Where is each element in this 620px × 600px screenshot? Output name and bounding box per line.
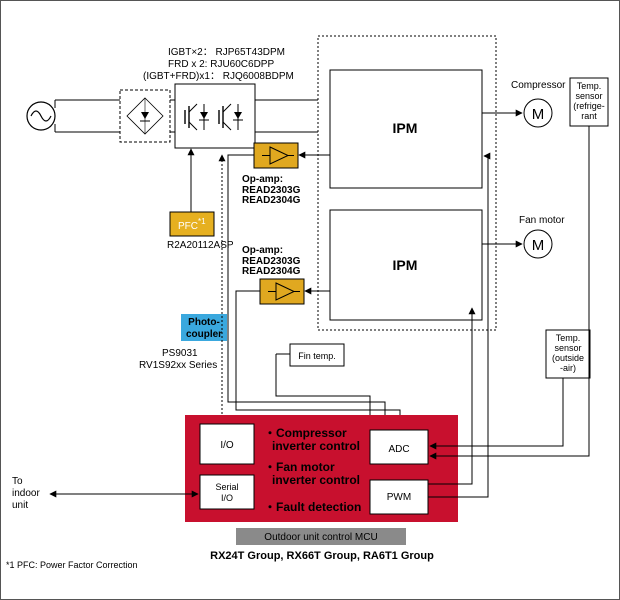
ipm-bottom: [329, 209, 483, 321]
fin-temp-block: [289, 343, 345, 367]
mcu-feature-fault-line-1: ・Fault detection: [264, 500, 361, 514]
temp-sensor-outside-line-1: Temp.: [556, 333, 581, 343]
igbt-icon-2: [218, 103, 243, 131]
mcu-serial-io-line-1: Serial: [215, 482, 238, 492]
fin-temp-label: Fin temp.: [298, 351, 336, 361]
ipm-bottom-label: IPM: [393, 257, 418, 273]
igbt-part-label: IGBT×2： RJP65T43DPM: [168, 47, 285, 58]
footnote: *1 PFC: Power Factor Correction: [6, 560, 138, 570]
mcu-feature-fan-line-2: inverter control: [272, 473, 360, 487]
ipm-top: [329, 69, 483, 189]
ac-source-icon: [26, 101, 56, 131]
igbt-frd-block: [174, 83, 256, 149]
mcu-feature-compressor-line-1: ・Compressor: [264, 426, 347, 440]
opamp-top-icon: [262, 146, 294, 165]
mcu-groups-label: RX24T Group, RX66T Group, RA6T1 Group: [210, 550, 434, 562]
compressor-motor-symbol: M: [532, 106, 545, 123]
mcu-io-label: I/O: [220, 440, 234, 451]
mcu-adc-box: [369, 429, 429, 465]
mcu-pwm-box: [369, 479, 429, 515]
pfc-label: PFC*1: [178, 217, 206, 232]
mcu-io-box: [199, 423, 255, 465]
mcu-pwm-label: PWM: [387, 492, 411, 503]
temp-sensor-outside-line-2: sensor: [554, 343, 581, 353]
photocoupler-part-2: RV1S92xx Series: [139, 360, 217, 371]
photocoupler-line-1: Photo-: [188, 317, 220, 328]
opamp-bottom-icon: [268, 282, 300, 301]
opamp-bottom-line-3: READ2304G: [242, 266, 301, 277]
opamp-top-line-1: Op-amp:: [242, 174, 283, 185]
pfc-block: [169, 211, 215, 237]
mcu-feature-fan-line-1: ・Fan motor: [264, 460, 335, 474]
fan-motor-icon: [523, 229, 553, 259]
temp-sensor-refrigerant: [569, 77, 609, 127]
igbt-frd-part-label: (IGBT+FRD)x1： RJQ6008BDPM: [143, 71, 294, 82]
opamp-top-line-3: READ2304G: [242, 195, 301, 206]
temp-sensor-outside-line-4: -air): [560, 363, 576, 373]
temp-sensor-refrigerant-line-3: (refrige-: [573, 101, 605, 111]
mcu-adc-label: ADC: [388, 444, 409, 455]
mcu-bar-label: Outdoor unit control MCU: [264, 532, 377, 543]
photocoupler-line-2: coupler: [186, 329, 222, 340]
rectifier-bridge-icon: [119, 89, 171, 143]
ipm-top-label: IPM: [393, 120, 418, 136]
ipm-enclosure: [317, 35, 497, 331]
photocoupler-block: [181, 314, 227, 341]
mcu-serial-io-line-2: I/O: [221, 493, 233, 503]
opamp-top-line-2: READ2303G: [242, 185, 301, 196]
compressor-label: Compressor: [511, 80, 566, 91]
to-indoor-unit-line-3: unit: [12, 500, 28, 511]
photocoupler-part-1: PS9031: [162, 348, 198, 359]
fan-motor-label: Fan motor: [519, 215, 565, 226]
temp-sensor-refrigerant-line-4: rant: [581, 111, 597, 121]
fan-motor-symbol: M: [532, 237, 545, 254]
mcu-serial-io-box: [199, 474, 255, 510]
temp-sensor-refrigerant-line-2: sensor: [575, 91, 602, 101]
to-indoor-unit-line-1: To: [12, 476, 23, 487]
mcu-feature-compressor-line-2: inverter control: [272, 439, 360, 453]
temp-sensor-outside: [545, 329, 591, 379]
to-indoor-unit-line-2: indoor: [12, 488, 40, 499]
igbt-icon-1: [184, 103, 209, 131]
temp-sensor-outside-line-3: (outside: [552, 353, 584, 363]
opamp-bottom-line-2: READ2303G: [242, 256, 301, 267]
temp-sensor-refrigerant-line-1: Temp.: [577, 81, 602, 91]
compressor-motor-icon: [523, 98, 553, 128]
opamp-bottom-line-1: Op-amp:: [242, 245, 283, 256]
mcu-bar: [236, 528, 406, 545]
pfc-part-label: R2A20112ASP: [167, 240, 234, 251]
frd-part-label: FRD x 2: RJU60C6DPP: [168, 59, 274, 70]
